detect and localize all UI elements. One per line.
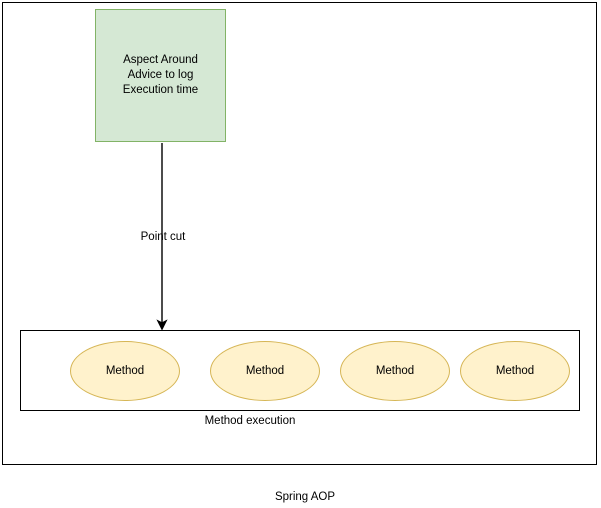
method-execution-container xyxy=(20,330,580,411)
method-ellipse[interactable] xyxy=(210,341,320,401)
method-ellipse[interactable] xyxy=(70,341,180,401)
method-ellipse[interactable] xyxy=(340,341,450,401)
method-ellipse[interactable] xyxy=(460,341,570,401)
aspect-advice-box[interactable] xyxy=(95,9,226,142)
